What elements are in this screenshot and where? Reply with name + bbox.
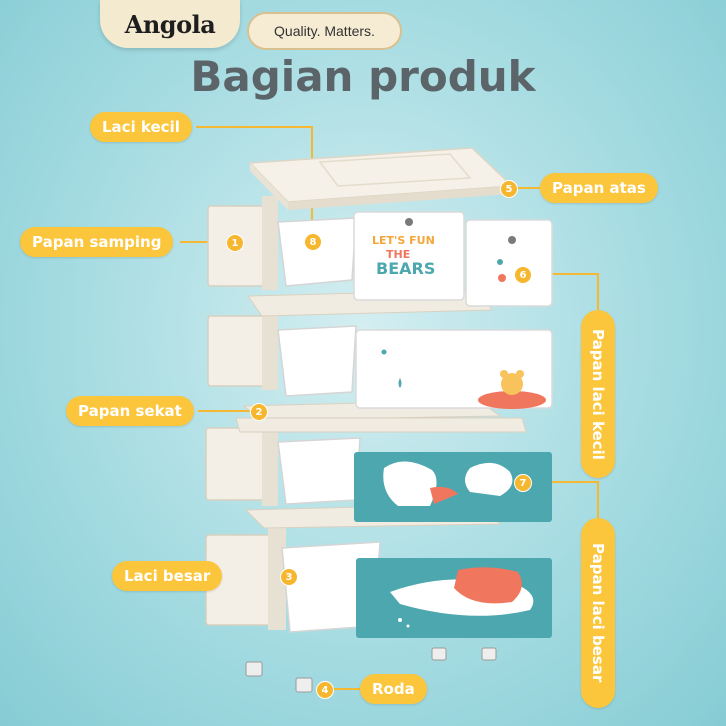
bears-text: BEARS [376,259,435,278]
wheels [245,647,497,693]
badge-5: 5 [500,180,518,198]
label-papan-atas: Papan atas [540,173,658,203]
side-panel-rims [262,196,286,630]
label-roda: Roda [360,674,427,704]
badge-8: 8 [304,233,322,251]
label-papan-sekat: Papan sekat [66,396,194,426]
badge-6: 6 [514,266,532,284]
small-drawer-front-right [465,219,553,307]
middle-drawer-front [355,329,553,409]
teal-drawer-front-lower [356,558,552,638]
label-papan-samping: Papan samping [20,227,174,257]
badge-3: 3 [280,568,298,586]
badge-4: 4 [316,681,334,699]
brand-logo: Angola [124,9,216,39]
top-board [248,147,514,210]
inner-drawers [277,217,381,633]
badge-2: 2 [250,403,268,421]
badge-7: 7 [514,474,532,492]
lets-fun-text: LET'S FUN [372,234,435,247]
label-laci-kecil: Laci kecil [90,112,192,142]
label-laci-besar: Laci besar [112,561,223,591]
brand-logo-badge: Angola [100,0,240,48]
label-papan-laci-besar: Papan laci besar [581,518,615,708]
brand-tagline: Quality. Matters. [247,12,402,50]
the-text: THE [386,248,410,261]
teal-drawer-front-upper [354,452,552,522]
small-drawer-front-left [353,211,465,301]
badge-1: 1 [226,234,244,252]
page-title: Bagian produk [190,52,536,101]
label-papan-laci-kecil: Papan laci kecil [581,310,615,478]
